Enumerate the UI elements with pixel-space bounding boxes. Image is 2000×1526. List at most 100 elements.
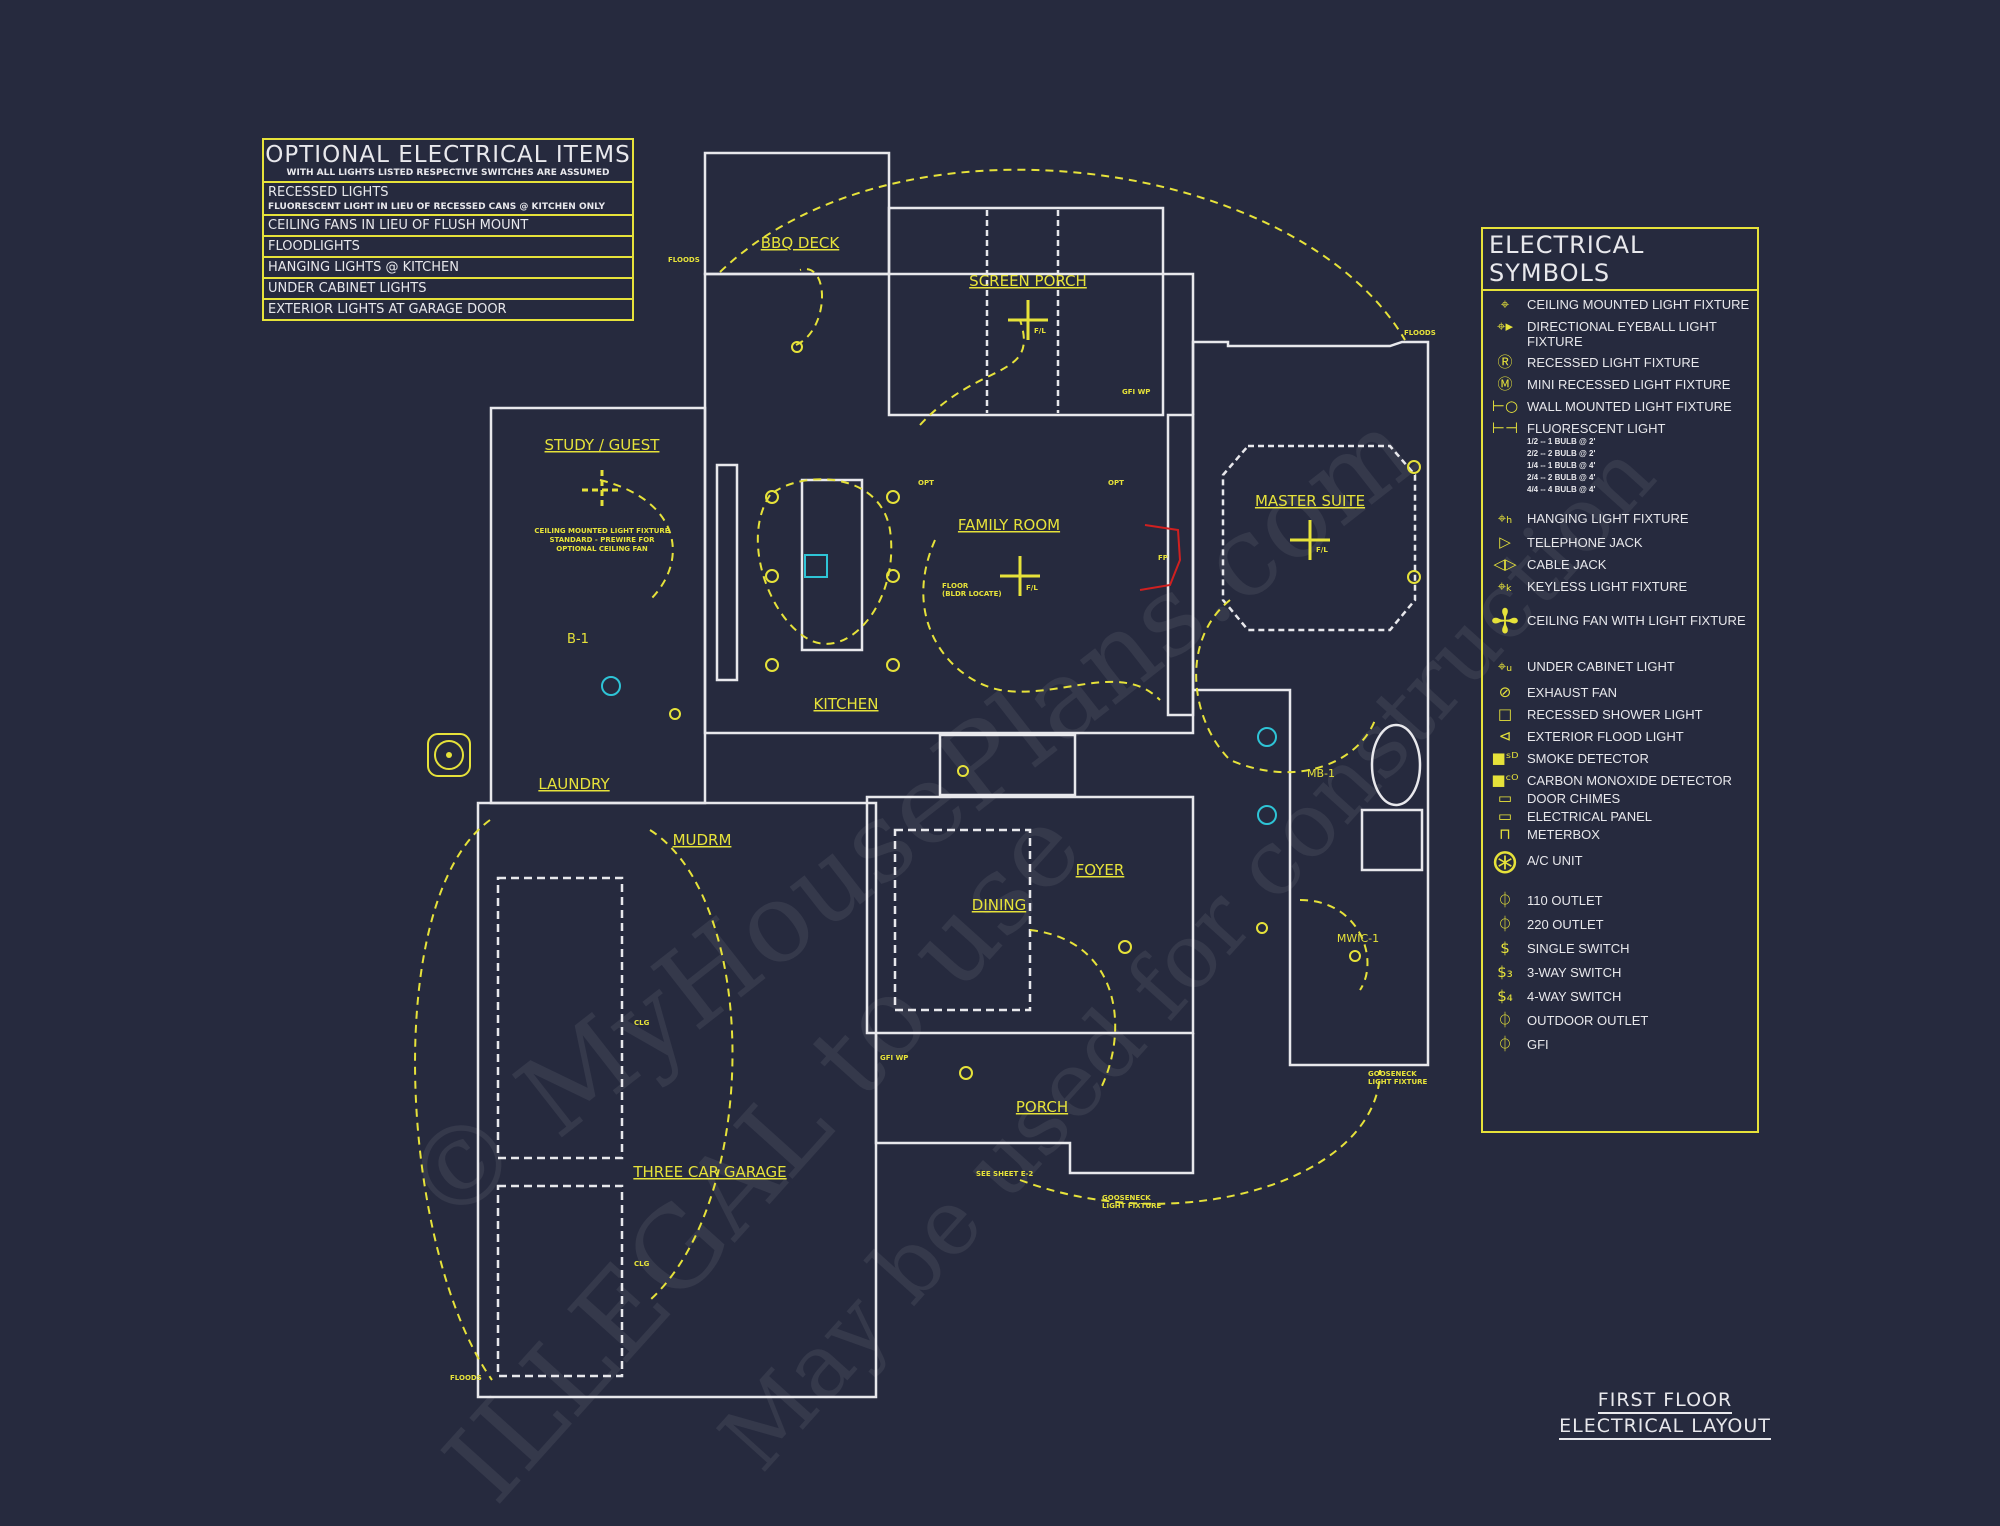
circuit-run	[756, 478, 893, 645]
legend-item-text: CEILING MOUNTED LIGHT FIXTURE	[1527, 297, 1757, 312]
floods-note: FLOODS	[668, 256, 700, 264]
recessed-light-icon	[1407, 460, 1421, 474]
floods-note: FLOODS	[1404, 329, 1436, 337]
recessed-light-icon	[886, 569, 900, 583]
electrical-panel-icon: ▭	[1497, 807, 1513, 825]
master-sink	[1257, 727, 1277, 747]
ceiling-fan-icon	[1000, 556, 1040, 596]
garage-walls	[476, 801, 878, 1399]
circuit-run	[795, 268, 823, 346]
optional-item: FLOODLIGHTS	[264, 237, 632, 258]
optional-items-title: OPTIONAL ELECTRICAL ITEMS	[265, 142, 631, 168]
legend-item-text: UNDER CABINET LIGHT	[1527, 659, 1757, 674]
fixtures	[669, 341, 1421, 1080]
dining-tray-ceiling	[893, 828, 1032, 1012]
flood-light-icon: ⊲	[1498, 727, 1512, 745]
legend-items: ⌖CEILING MOUNTED LIGHT FIXTURE⌖▸DIRECTIO…	[1483, 291, 1757, 1061]
legend-item: ⊘EXHAUST FAN	[1483, 685, 1757, 707]
legend-item: ✢CEILING FAN WITH LIGHT FIXTURE	[1483, 605, 1757, 659]
legend-item-label: ELECTRICAL PANEL	[1527, 809, 1652, 824]
ceiling-light-icon	[669, 708, 681, 720]
optional-item-sub: FLUORESCENT LIGHT IN LIEU OF RECESSED CA…	[268, 202, 605, 212]
circuit-run	[719, 168, 1406, 341]
legend-item-text: DOOR CHIMES	[1527, 791, 1757, 806]
room-label-bath1: B-1	[567, 632, 589, 647]
legend-item: □RECESSED SHOWER LIGHT	[1483, 707, 1757, 729]
ceiling-fans	[582, 300, 1330, 596]
recessed-light-icon	[765, 658, 779, 672]
legend-item-text: 3-WAY SWITCH	[1527, 965, 1757, 980]
legend-item-label: 3-WAY SWITCH	[1527, 965, 1622, 980]
legend-item-label: WALL MOUNTED LIGHT FIXTURE	[1527, 399, 1732, 414]
ceiling-fan-icon	[1008, 300, 1048, 340]
meterbox-icon: ⊓	[1499, 825, 1511, 843]
recessed-light-icon	[1407, 570, 1421, 584]
legend-item-text: TELEPHONE JACK	[1527, 535, 1757, 550]
legend-item-text: SINGLE SWITCH	[1527, 941, 1757, 956]
room-label-master-closet: MWIC-1	[1337, 932, 1379, 945]
floor-outlet-note: (BLDR LOCATE)	[942, 590, 1002, 598]
ceiling-light-icon	[1256, 922, 1268, 934]
legend-item-label: SINGLE SWITCH	[1527, 941, 1630, 956]
legend-item-text: CARBON MONOXIDE DETECTOR	[1527, 773, 1757, 788]
optional-item: HANGING LIGHTS @ KITCHEN	[264, 258, 632, 279]
legend-item: ⌖▸DIRECTIONAL EYEBALL LIGHT FIXTURE	[1483, 319, 1757, 355]
sheet-title-line-2: ELECTRICAL LAYOUT	[1559, 1414, 1771, 1440]
legend-item: ◁▷ CABLE JACK	[1483, 557, 1757, 579]
gfi-wp-note: GFI WP	[880, 1054, 908, 1062]
optional-item-label: RECESSED LIGHTS	[268, 185, 389, 200]
ac-unit-icon: ⊛	[1490, 842, 1520, 882]
legend-item-label: CABLE JACK	[1527, 557, 1607, 572]
screen-porch-walls	[887, 206, 1165, 417]
legend-item-sub: 2/2 -- 2 BULB @ 2'	[1527, 449, 1596, 458]
ceiling-fan-icon	[582, 470, 622, 510]
legend-item-text: GFI	[1527, 1037, 1757, 1052]
legend-item-text: SMOKE DETECTOR	[1527, 751, 1757, 766]
legend-item-text: 110 OUTLET	[1527, 893, 1757, 908]
legend-item-label: DOOR CHIMES	[1527, 791, 1621, 806]
legend-item-text: METERBOX	[1527, 827, 1757, 842]
legend-item: Ⓡ RECESSED LIGHT FIXTURE	[1483, 355, 1757, 377]
legend-item-label: A/C UNIT	[1527, 853, 1583, 868]
optional-electrical-items-table: OPTIONAL ELECTRICAL ITEMS WITH ALL LIGHT…	[262, 138, 634, 321]
fan-label: F/L	[1026, 584, 1038, 592]
legend-title: ELECTRICAL SYMBOLS	[1483, 229, 1757, 291]
legend-item: ⏀OUTDOOR OUTLET	[1483, 1013, 1757, 1037]
master-walls	[1191, 340, 1430, 1067]
shower-light-icon: □	[1497, 705, 1513, 723]
ac-unit-icon	[427, 733, 471, 777]
fan-label: F/L	[1034, 327, 1046, 335]
fan-label: F/L	[1316, 546, 1328, 554]
wall-light-icon: ⊢○	[1491, 397, 1519, 415]
cable-jack-icon: ◁▷	[1493, 555, 1517, 573]
ceiling-light-icon	[957, 765, 969, 777]
recessed-light-icon: Ⓡ	[1497, 353, 1513, 371]
recessed-light-icon	[1118, 940, 1132, 954]
legend-item-text: RECESSED LIGHT FIXTURE	[1527, 355, 1757, 370]
hanging-light-icon: ⌖ₕ	[1497, 509, 1513, 527]
ceiling-fan-icon	[1290, 520, 1330, 560]
gooseneck-note: LIGHT FIXTURE	[1368, 1078, 1428, 1086]
fireplace-note: FP	[1158, 554, 1168, 562]
legend-item-text: WALL MOUNTED LIGHT FIXTURE	[1527, 399, 1757, 414]
legend-item: ⊲ EXTERIOR FLOOD LIGHT	[1483, 729, 1757, 751]
room-label-laundry: LAUNDRY	[538, 775, 610, 793]
gooseneck-note: LIGHT FIXTURE	[1102, 1202, 1162, 1210]
legend-item-label: EXTERIOR FLOOD LIGHT	[1527, 729, 1684, 744]
room-label-bbq-deck: BBQ DECK	[761, 234, 841, 252]
legend-item: ▭DOOR CHIMES	[1483, 791, 1757, 809]
keyless-light-icon: ⌖ₖ	[1497, 577, 1513, 595]
legend-item-sub: 1/2 -- 1 BULB @ 2'	[1527, 437, 1596, 446]
room-label-foyer: FOYER	[1076, 861, 1125, 879]
legend-item: ⊢○ WALL MOUNTED LIGHT FIXTURE	[1483, 399, 1757, 421]
recessed-light-icon	[765, 569, 779, 583]
optional-items-subtitle: WITH ALL LIGHTS LISTED RESPECTIVE SWITCH…	[286, 168, 610, 178]
circuit-run	[1299, 899, 1369, 991]
stairs	[938, 733, 1077, 797]
legend-item-label: 220 OUTLET	[1527, 917, 1604, 932]
circuit-run	[649, 829, 734, 1301]
